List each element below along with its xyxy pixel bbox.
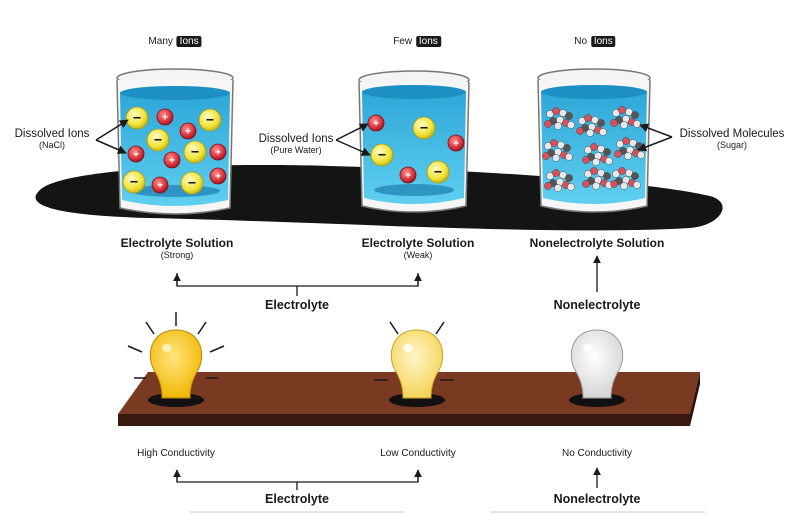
positive-ion: +	[209, 167, 227, 185]
group-label-nonelectrolyte-bottom: Nonelectrolyte	[553, 492, 641, 506]
solution-label-weak: Electrolyte Solution (Weak)	[362, 236, 475, 260]
svg-text:+: +	[215, 171, 221, 182]
svg-text:+: +	[162, 112, 168, 123]
sugar-molecule	[614, 137, 645, 160]
solution-sub: (Weak)	[403, 250, 433, 260]
svg-text:−: −	[133, 111, 141, 127]
negative-ion: −	[198, 108, 222, 132]
bulb-low	[374, 321, 454, 407]
annotation-title: Dissolved Molecules	[679, 128, 785, 140]
group-label-electrolyte-top: Electrolyte	[265, 298, 329, 312]
sugar-molecules-group	[542, 106, 645, 192]
svg-text:−: −	[154, 133, 162, 149]
negative-ion: −	[183, 140, 207, 164]
header-tag: Ions	[176, 36, 202, 47]
annotation-dissolved-ions-nacl: Dissolved Ions (NaCl)	[15, 128, 90, 150]
sugar-molecule	[610, 167, 641, 190]
negative-ion: −	[426, 160, 450, 184]
sugar-molecule	[582, 167, 613, 190]
negative-ion: −	[370, 143, 394, 167]
positive-ion: +	[151, 176, 169, 194]
svg-text:+: +	[169, 155, 175, 166]
sugar-molecule	[576, 114, 607, 137]
negative-ion: −	[180, 171, 204, 195]
positive-ion: +	[399, 166, 417, 184]
svg-text:+: +	[157, 180, 163, 191]
conductivity-low-label: Low Conductivity	[380, 448, 456, 459]
svg-text:+: +	[215, 147, 221, 158]
group-label-nonelectrolyte-top: Nonelectrolyte	[553, 298, 641, 312]
sugar-molecule	[582, 143, 613, 166]
conductivity-high-label: High Conductivity	[137, 448, 215, 459]
negative-ion: −	[412, 116, 436, 140]
annotation-arrows	[95, 119, 673, 156]
svg-text:+: +	[405, 170, 411, 181]
svg-text:−: −	[188, 176, 196, 192]
positive-ion: +	[156, 108, 174, 126]
positive-ion: +	[447, 134, 465, 152]
solution-label-strong: Electrolyte Solution (Strong)	[121, 236, 234, 260]
bulb-off	[569, 329, 625, 407]
annotation-dissolved-molecules: Dissolved Molecules (Sugar)	[680, 128, 785, 150]
header-tag: Ions	[415, 36, 441, 47]
top-connectors	[173, 255, 601, 296]
solution-label-nonelectrolyte: Nonelectrolyte Solution	[530, 236, 665, 250]
annotation-sub: (Pure Water)	[270, 145, 322, 155]
solution-title: Electrolyte Solution	[361, 236, 475, 250]
sugar-molecule	[544, 169, 575, 192]
annotation-sub: (Sugar)	[716, 140, 748, 150]
positive-ion: +	[367, 114, 385, 132]
svg-text:+: +	[133, 149, 139, 160]
svg-text:+: +	[373, 118, 379, 129]
header-tag: Ions	[590, 36, 616, 47]
solution-title: Nonelectrolyte Solution	[529, 236, 665, 250]
ions-strong-group: −+−+−+−++−+−+	[122, 106, 227, 195]
svg-text:+: +	[185, 126, 191, 137]
header-prefix: Few	[393, 36, 413, 47]
svg-text:−: −	[206, 113, 214, 129]
negative-ion: −	[125, 106, 149, 130]
header-prefix: No	[574, 36, 588, 47]
header-many-ions: Many Ions	[148, 36, 202, 47]
header-few-ions: Few Ions	[393, 36, 441, 47]
solution-sub: (Strong)	[160, 250, 194, 260]
annotation-title: Dissolved Ions	[14, 128, 90, 140]
annotation-dissolved-ions-water: Dissolved Ions (Pure Water)	[259, 133, 334, 155]
group-label-electrolyte-bottom: Electrolyte	[265, 492, 329, 506]
positive-ion: +	[163, 151, 181, 169]
svg-text:−: −	[130, 175, 138, 191]
annotation-title: Dissolved Ions	[258, 133, 334, 145]
svg-text:−: −	[191, 145, 199, 161]
sugar-molecule	[610, 106, 641, 129]
annotation-sub: (NaCl)	[38, 140, 65, 150]
svg-text:−: −	[434, 165, 442, 181]
negative-ion: −	[122, 170, 146, 194]
solution-title: Electrolyte Solution	[120, 236, 234, 250]
sugar-molecule	[544, 107, 575, 130]
positive-ion: +	[209, 143, 227, 161]
svg-text:−: −	[378, 148, 386, 164]
bottom-connectors	[173, 467, 601, 490]
sugar-molecule	[542, 139, 573, 162]
bulb-high	[127, 312, 225, 407]
ions-weak-group: + − − + + −	[367, 114, 465, 184]
positive-ion: +	[179, 122, 197, 140]
svg-text:−: −	[420, 121, 428, 137]
header-prefix: Many	[148, 36, 173, 47]
positive-ion: +	[127, 145, 145, 163]
conductivity-none-label: No Conductivity	[561, 448, 633, 459]
svg-text:+: +	[453, 138, 459, 149]
negative-ion: −	[146, 128, 170, 152]
header-no-ions: No Ions	[574, 36, 616, 47]
